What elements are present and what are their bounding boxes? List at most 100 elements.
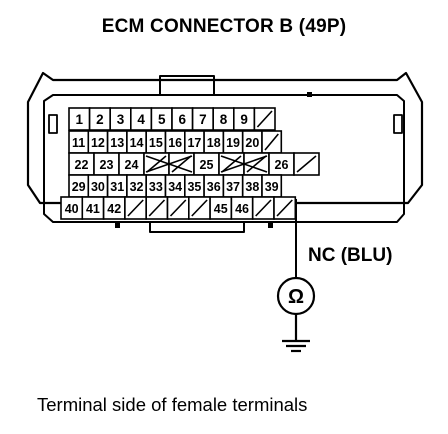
terminal-19: 19 [222,130,244,154]
terminal-12: 12 [87,130,109,154]
wire-label: NC (BLU) [308,245,393,266]
terminal-label: 20 [245,136,259,150]
terminal-label: 15 [149,136,163,150]
terminal-35: 35 [184,174,205,198]
terminal-16: 16 [164,130,186,154]
terminal-7: 7 [191,107,215,131]
terminal-label: 1 [76,112,84,127]
terminal-13: 13 [106,130,128,154]
housing-notch [307,92,312,97]
connector-lock-tab [159,75,215,95]
terminal-5: 5 [150,107,173,131]
terminal-label: 24 [125,158,139,172]
terminal-label: 14 [130,136,144,150]
diagram-caption: Terminal side of female terminals [37,394,308,415]
terminal-label: 7 [199,112,207,127]
terminal-label: 8 [220,112,228,127]
terminal-label: 4 [137,112,145,127]
terminal-29: 29 [68,174,90,198]
terminal-label: 45 [214,202,228,216]
terminal-9: 9 [233,107,256,131]
ohm-symbol: Ω [288,286,304,308]
terminal-label: 13 [110,136,124,150]
terminal-41: 41 [81,196,105,220]
terminal-label: 26 [275,158,289,172]
terminal-empty [124,196,148,220]
terminal-label: 40 [65,202,79,216]
terminal-3: 3 [109,107,132,131]
terminal-14: 14 [126,130,148,154]
terminal-label: 17 [187,136,201,150]
terminal-33: 33 [145,174,167,198]
terminal-label: 5 [158,112,166,127]
terminal-label: 38 [245,180,259,194]
connector-housing-outer [26,71,424,205]
terminal-40: 40 [60,196,84,220]
terminal-label: 36 [207,180,221,194]
terminal-37: 37 [222,174,244,198]
terminal-38: 38 [241,174,263,198]
terminal-label: 42 [107,202,121,216]
terminal-label: 39 [265,180,279,194]
terminal-label: 3 [117,112,125,127]
terminal-46: 46 [230,196,254,220]
ohmmeter-icon: Ω [276,276,316,316]
terminal-2: 2 [88,107,111,131]
terminal-15: 15 [145,130,167,154]
terminal-label: 25 [200,158,214,172]
terminal-label: 23 [100,158,114,172]
terminal-label: 22 [75,158,89,172]
terminal-label: 35 [187,180,201,194]
terminal-label: 16 [168,136,182,150]
terminal-label: 9 [240,112,248,127]
terminal-39: 39 [261,174,283,198]
blank-cross [220,155,268,173]
terminal-11: 11 [68,130,90,154]
connector-latch-right [393,114,403,134]
terminal-23: 23 [93,152,120,176]
terminal-label: 34 [168,180,182,194]
terminal-label: 31 [110,180,124,194]
terminal-24: 24 [118,152,145,176]
terminal-label: 2 [96,112,104,127]
terminal-empty [166,196,190,220]
connector-housing-inner [43,94,405,223]
terminal-empty [261,130,283,154]
terminal-8: 8 [212,107,235,131]
terminal-label: 29 [72,180,86,194]
terminal-label: 30 [91,180,105,194]
terminal-empty [273,196,297,220]
terminal-empty [145,196,169,220]
terminal-17: 17 [184,130,205,154]
housing-notch [115,223,120,228]
terminal-1: 1 [68,107,91,131]
diagram-title: ECM CONNECTOR B (49P) [101,16,347,37]
terminal-label: 12 [91,136,105,150]
connector-bottom-key [149,222,245,233]
terminal-45: 45 [209,196,233,220]
terminal-label: 32 [130,180,144,194]
terminal-20: 20 [241,130,263,154]
terminal-label: 11 [72,136,85,150]
terminal-25: 25 [193,152,220,176]
terminal-label: 37 [226,180,240,194]
terminal-empty [293,152,320,176]
terminal-31: 31 [106,174,128,198]
ground-icon [282,314,310,353]
terminal-empty [251,196,275,220]
terminal-label: 46 [235,202,249,216]
terminal-42: 42 [102,196,126,220]
terminal-32: 32 [126,174,148,198]
blank-cross [145,155,193,173]
terminal-30: 30 [87,174,109,198]
terminal-empty [188,196,211,220]
terminal-label: 6 [179,112,187,127]
connector-latch-left [48,114,58,134]
terminal-label: 18 [207,136,221,150]
terminal-4: 4 [130,107,153,131]
terminal-18: 18 [203,130,225,154]
terminal-22: 22 [68,152,95,176]
terminal-34: 34 [164,174,186,198]
